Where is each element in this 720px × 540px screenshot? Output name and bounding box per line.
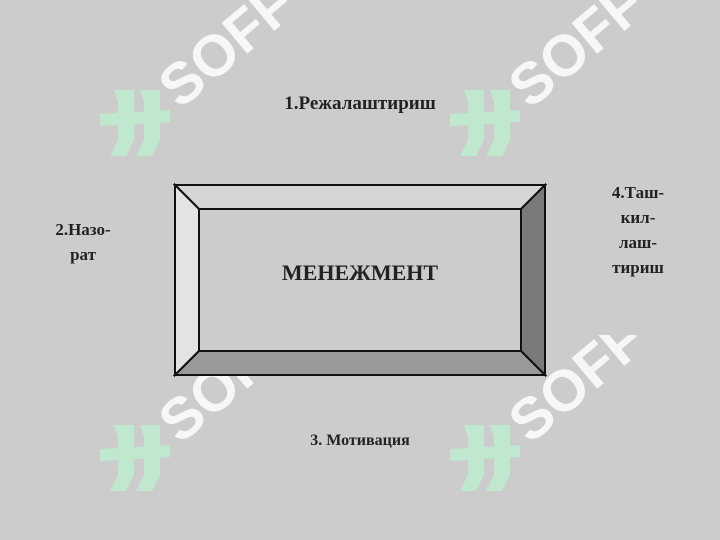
label-organizing-line: лаш- [618, 233, 658, 252]
bevel-right [520, 182, 546, 378]
soff-logo-icon [100, 90, 170, 156]
soff-watermark-text: SOFF [497, 0, 657, 120]
bevel-frame [172, 182, 548, 378]
label-control-line: рат [70, 245, 96, 264]
label-organizing-line: 4.Таш- [611, 183, 665, 202]
soff-watermark-top-right: SOFF [450, 0, 657, 156]
soff-logo-icon [450, 425, 520, 491]
label-planning: 1.Режалаштириш [284, 93, 436, 114]
bevel-left [174, 182, 200, 378]
soff-watermark-bottom-right: SOFF [450, 335, 657, 491]
label-organizing-line: кил- [620, 208, 656, 227]
center-label: МЕНЕЖМЕНТ [281, 260, 439, 285]
bevel-bottom [172, 350, 548, 376]
bevel-top [172, 184, 548, 210]
label-control: 2.Назо- рат [40, 217, 126, 267]
label-organizing-line: тириш [612, 258, 664, 277]
label-control-line: 2.Назо- [55, 220, 111, 239]
soff-logo-icon [100, 425, 170, 491]
frame-face [198, 208, 522, 352]
soff-watermark-top-left: SOFF [100, 0, 307, 156]
label-motivation: 3. Мотивация [310, 432, 410, 449]
label-organizing: 4.Таш- кил- лаш- тириш [596, 180, 680, 280]
soff-logo-icon [450, 90, 520, 156]
